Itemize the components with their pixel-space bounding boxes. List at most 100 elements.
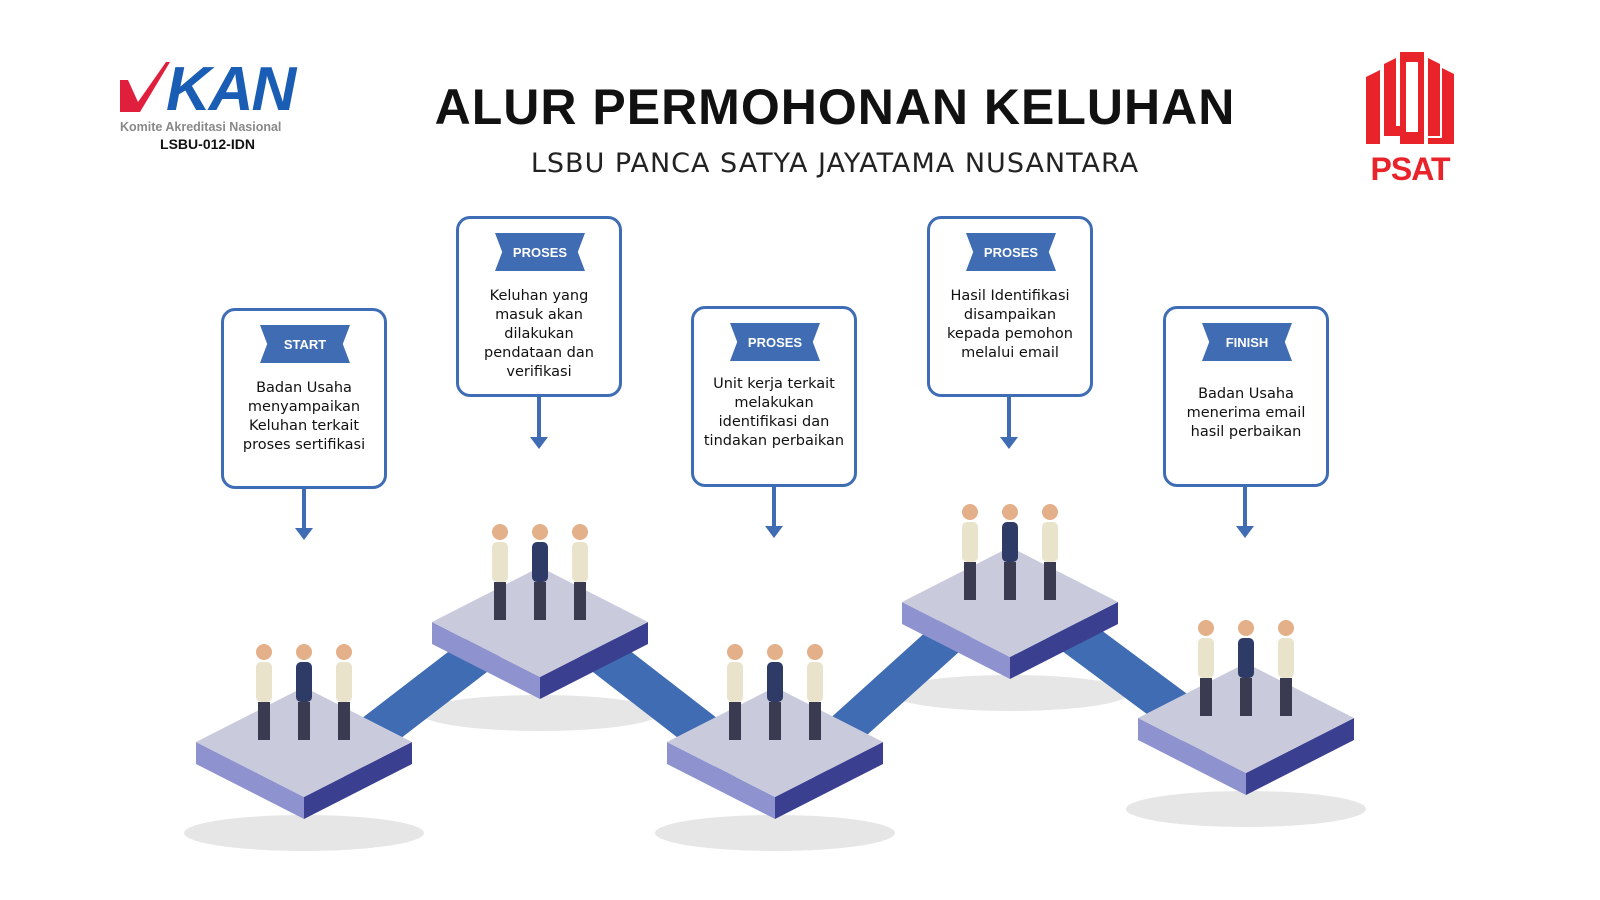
platform-top bbox=[196, 687, 412, 797]
platform-right-side bbox=[304, 742, 412, 819]
arrow-shaft bbox=[537, 397, 541, 439]
person-legs bbox=[1044, 562, 1056, 600]
person-legs bbox=[809, 702, 821, 740]
arrow-shaft bbox=[302, 488, 306, 530]
step-text: Keluhan yang masuk akan dilakukan pendat… bbox=[484, 288, 594, 380]
checkmark-icon bbox=[120, 62, 170, 112]
platform-top bbox=[902, 547, 1118, 657]
step-badge: FINISH bbox=[1202, 323, 1292, 361]
person-legs bbox=[574, 582, 586, 620]
platform-top bbox=[1138, 663, 1354, 773]
person-head bbox=[492, 524, 508, 540]
kan-name: Komite Akreditasi Nasional bbox=[120, 120, 282, 134]
arrow-down-icon bbox=[765, 526, 783, 538]
person-body bbox=[1278, 638, 1294, 678]
step-card-start: START Badan Usaha menyampaikan Keluhan t… bbox=[221, 308, 387, 489]
step-text: Badan Usaha menerima email hasil perbaik… bbox=[1186, 386, 1306, 440]
person-legs bbox=[1240, 678, 1252, 716]
platform-right-side bbox=[540, 622, 648, 699]
arrow-down-icon bbox=[1236, 526, 1254, 538]
step-text: Hasil Identifikasi disampaikan kepada pe… bbox=[947, 288, 1073, 361]
platform-right-side bbox=[775, 742, 883, 819]
person-body bbox=[962, 522, 978, 562]
step-card-process-1: PROSES Keluhan yang masuk akan dilakukan… bbox=[456, 216, 622, 397]
person-head bbox=[1278, 620, 1294, 636]
step-text: Badan Usaha menyampaikan Keluhan terkait… bbox=[242, 380, 366, 453]
platform-shadow bbox=[184, 815, 424, 851]
platform-left-side bbox=[432, 622, 540, 699]
platform-left-side bbox=[667, 742, 775, 819]
person-head bbox=[296, 644, 312, 660]
psat-text: PSAT bbox=[1370, 151, 1451, 187]
platform-right-side bbox=[1246, 718, 1354, 795]
person-legs bbox=[258, 702, 270, 740]
person-head bbox=[767, 644, 783, 660]
platform-left-side bbox=[1138, 718, 1246, 795]
step-badge: PROSES bbox=[495, 233, 585, 271]
person-head bbox=[572, 524, 588, 540]
kan-code: LSBU-012-IDN bbox=[160, 136, 255, 152]
person-body bbox=[492, 542, 508, 582]
step-badge: PROSES bbox=[966, 233, 1056, 271]
platform-left-side bbox=[902, 602, 1010, 679]
psat-logo: PSAT bbox=[1366, 52, 1454, 188]
person-body bbox=[1238, 638, 1254, 678]
platform-shadow bbox=[420, 695, 660, 731]
person-legs bbox=[729, 702, 741, 740]
platform-shadow bbox=[655, 815, 895, 851]
kan-mark: KAN bbox=[166, 55, 296, 124]
person-legs bbox=[964, 562, 976, 600]
platform-right-side bbox=[1010, 602, 1118, 679]
person-legs bbox=[1004, 562, 1016, 600]
step-card-finish: FINISH Badan Usaha menerima email hasil … bbox=[1163, 306, 1329, 487]
step-card-process-2: PROSES Unit kerja terkait melakukan iden… bbox=[691, 306, 857, 487]
person-legs bbox=[338, 702, 350, 740]
person-body bbox=[532, 542, 548, 582]
person-head bbox=[532, 524, 548, 540]
step-badge: PROSES bbox=[730, 323, 820, 361]
person-head bbox=[1042, 504, 1058, 520]
psat-building-icon bbox=[1366, 52, 1454, 144]
person-head bbox=[962, 504, 978, 520]
platform-shadow bbox=[890, 675, 1130, 711]
person-body bbox=[256, 662, 272, 702]
person-body bbox=[572, 542, 588, 582]
kan-logo: KAN Komite Akreditasi Nasional LSBU-012-… bbox=[120, 55, 296, 152]
platform-shadow bbox=[1126, 791, 1366, 827]
person-legs bbox=[534, 582, 546, 620]
person-legs bbox=[494, 582, 506, 620]
arrow-down-icon bbox=[530, 437, 548, 449]
arrow-shaft bbox=[1243, 486, 1247, 528]
arrow-down-icon bbox=[1000, 437, 1018, 449]
arrow-down-icon bbox=[295, 528, 313, 540]
step-badge: START bbox=[260, 325, 350, 363]
arrow-shaft bbox=[772, 486, 776, 528]
person-head bbox=[807, 644, 823, 660]
person-body bbox=[1002, 522, 1018, 562]
arrow-shaft bbox=[1007, 397, 1011, 439]
person-head bbox=[336, 644, 352, 660]
page-subtitle: LSBU PANCA SATYA JAYATAMA NUSANTARA bbox=[530, 148, 1140, 179]
person-body bbox=[807, 662, 823, 702]
step-text: Unit kerja terkait melakukan identifikas… bbox=[703, 376, 845, 449]
person-body bbox=[767, 662, 783, 702]
platform-top bbox=[667, 687, 883, 797]
person-legs bbox=[1280, 678, 1292, 716]
person-head bbox=[256, 644, 272, 660]
person-body bbox=[1198, 638, 1214, 678]
platform-left-side bbox=[196, 742, 304, 819]
person-head bbox=[1198, 620, 1214, 636]
person-head bbox=[727, 644, 743, 660]
person-head bbox=[1002, 504, 1018, 520]
person-body bbox=[1042, 522, 1058, 562]
person-body bbox=[727, 662, 743, 702]
page-title: ALUR PERMOHONAN KELUHAN bbox=[434, 79, 1236, 135]
person-head bbox=[1238, 620, 1254, 636]
person-legs bbox=[1200, 678, 1212, 716]
person-body bbox=[296, 662, 312, 702]
step-card-process-3: PROSES Hasil Identifikasi disampaikan ke… bbox=[927, 216, 1093, 397]
platform-top bbox=[432, 567, 648, 677]
person-legs bbox=[298, 702, 310, 740]
person-body bbox=[336, 662, 352, 702]
